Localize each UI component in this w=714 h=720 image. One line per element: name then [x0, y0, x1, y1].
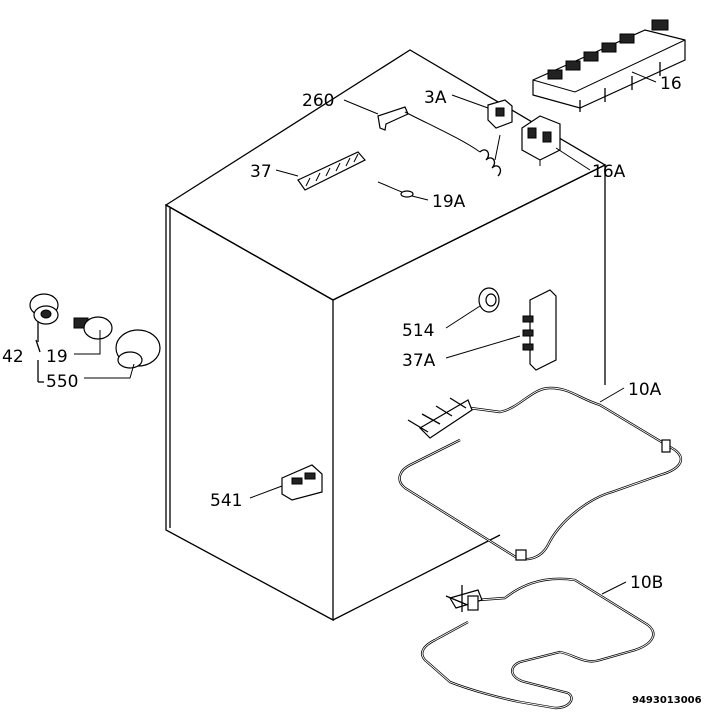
label-42: 42 [2, 347, 24, 367]
oven-cabinet [164, 49, 607, 622]
grommet-514 [478, 287, 500, 313]
label-37A: 37A [402, 351, 436, 371]
lamp-socket-42 [29, 293, 59, 325]
lamp-bulb-19 [73, 316, 113, 340]
label-260: 260 [302, 91, 334, 111]
label-3A: 3A [424, 88, 447, 108]
terminal-block-37 [297, 151, 366, 191]
label-16A: 16A [592, 162, 626, 182]
label-514: 514 [402, 321, 434, 341]
label-19: 19 [46, 347, 68, 367]
lamp-cover-550 [115, 329, 161, 369]
switch-3A [487, 99, 513, 129]
selector-switch-16A [521, 115, 561, 166]
label-37: 37 [250, 162, 272, 182]
control-switches-bank [532, 19, 686, 112]
heating-element-10B [421, 577, 655, 710]
label-10A: 10A [628, 380, 662, 400]
drawing-code: 9493013006 [632, 695, 702, 706]
leader-lines [74, 71, 657, 595]
terminal-block-37A [522, 289, 557, 371]
lamp-holder-19A [377, 181, 414, 198]
label-10B: 10B [630, 573, 663, 593]
label-16: 16 [660, 74, 682, 94]
group-bracket-42 [35, 322, 44, 383]
bracket-541 [281, 464, 323, 501]
thermostat-260 [377, 106, 502, 177]
label-19A: 19A [432, 192, 466, 212]
label-541: 541 [210, 491, 242, 511]
label-550: 550 [46, 372, 78, 392]
heating-element-10A [398, 386, 682, 561]
